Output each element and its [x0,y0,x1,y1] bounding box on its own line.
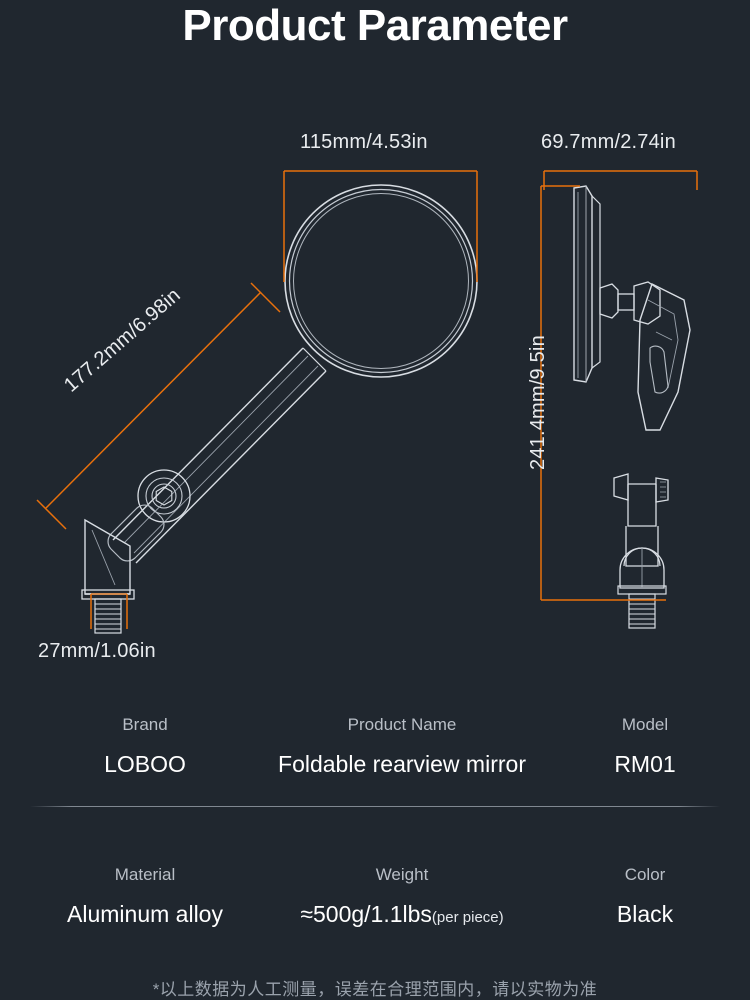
arm-pivot-bolt [137,469,191,523]
spec-value: Black [616,901,674,927]
dim-line-total-height [540,185,666,601]
dimension-label-mirror-depth: 69.7mm/2.74in [541,131,676,153]
dim-line-base-width [90,593,128,629]
spec-value: RM01 [614,751,676,777]
mirror-ball-joint [599,281,661,325]
spec-row: Material Aluminum alloy Weight ≈500g/1.1… [0,862,750,956]
dimension-label-mirror-width: 115mm/4.53in [300,131,428,153]
left-view-drawing [81,184,478,634]
spec-label: Material [114,865,176,884]
spec-table: Brand LOBOO Product Name Foldable rearvi… [0,712,750,956]
mirror-base-block [84,518,131,595]
arm-slot-cutout [107,504,165,562]
dimension-annotations [36,170,698,629]
spec-label: Color [624,865,666,884]
mirror-arm-outline [112,347,327,564]
page-title: Product Parameter [182,1,568,50]
spec-cell-weight: Weight ≈500g/1.1lbs(per piece) [300,862,503,935]
spec-value: Foldable rearview mirror [278,751,526,777]
spec-cell-brand: Brand LOBOO [104,712,186,781]
spec-value-weight: ≈500g/1.1lbs(per piece) [300,897,503,935]
side-base-housing [617,526,667,595]
spec-value: LOBOO [104,751,186,777]
mirror-head-outline [284,184,478,378]
spec-label: Product Name [347,715,457,734]
dimension-label-total-height: 241.4mm/9.5in [527,335,549,470]
side-clevis-bracket [613,473,669,527]
spec-cell-product-name: Product Name Foldable rearview mirror [278,712,526,781]
dim-line-mirror-width [283,170,478,282]
side-thread-stud [628,593,656,629]
spec-cell-model: Model RM01 [614,712,675,781]
dim-line-arm-length [36,282,281,530]
spec-table-divider [30,806,720,807]
spec-value: ≈500g/1.1lbs [300,901,432,927]
spec-label: Weight [375,865,429,884]
side-arm-outline [637,283,691,431]
spec-label: Model [621,715,669,734]
dim-line-mirror-depth [543,170,698,190]
spec-value-note: (per piece) [431,909,504,926]
spec-row: Brand LOBOO Product Name Foldable rearvi… [0,712,750,806]
mirror-thread-stud [81,589,135,634]
spec-cell-material: Material Aluminum alloy [67,862,223,931]
measurement-footnote: *以上数据为人工测量，误差在合理范围内，请以实物为准 [152,980,598,999]
spec-value: Aluminum alloy [67,901,223,927]
right-view-drawing [573,185,691,629]
mirror-profile-outline [573,185,601,383]
spec-label: Brand [122,715,168,734]
dimension-label-base-width: 27mm/1.06in [38,640,156,662]
spec-cell-color: Color Black [617,862,673,931]
product-technical-drawing [36,170,698,634]
